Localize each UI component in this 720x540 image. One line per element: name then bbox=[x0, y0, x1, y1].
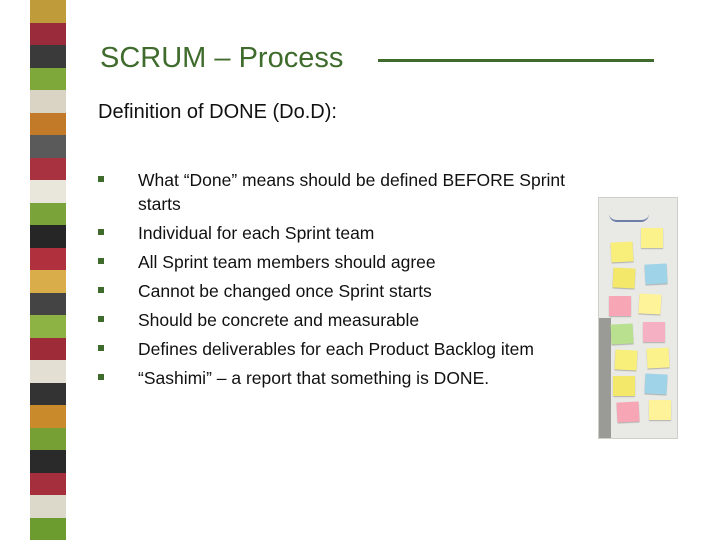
sticky-notes-board-photo bbox=[598, 197, 678, 439]
bullet-text: Individual for each Sprint team bbox=[138, 223, 375, 243]
sticky-note bbox=[614, 349, 638, 371]
sticky-note bbox=[649, 400, 671, 420]
stripe-segment bbox=[30, 135, 66, 158]
bullet-list: What “Done” means should be defined BEFO… bbox=[98, 168, 578, 395]
sticky-note bbox=[609, 296, 631, 316]
bullet-text: “Sashimi” – a report that something is D… bbox=[138, 368, 490, 388]
stripe-segment bbox=[30, 315, 66, 338]
bullet-square-icon bbox=[98, 316, 104, 322]
stripe-segment bbox=[30, 270, 66, 293]
stripe-segment bbox=[30, 0, 66, 23]
decorative-stripe-bar bbox=[30, 0, 66, 540]
bullet-item: What “Done” means should be defined BEFO… bbox=[98, 168, 578, 216]
stripe-segment bbox=[30, 405, 66, 428]
bullet-square-icon bbox=[98, 345, 104, 351]
stripe-segment bbox=[30, 157, 66, 180]
sticky-note bbox=[610, 323, 634, 345]
bullet-text: Should be concrete and measurable bbox=[138, 310, 420, 330]
stripe-segment bbox=[30, 292, 66, 315]
sticky-note bbox=[641, 228, 663, 248]
bullet-item: Should be concrete and measurable bbox=[98, 308, 578, 332]
stripe-segment bbox=[30, 67, 66, 90]
stripe-segment bbox=[30, 180, 66, 203]
sticky-note bbox=[644, 373, 668, 395]
bullet-item: All Sprint team members should agree bbox=[98, 250, 578, 274]
sticky-note bbox=[612, 267, 636, 289]
bullet-square-icon bbox=[98, 258, 104, 264]
stripe-segment bbox=[30, 337, 66, 360]
board-edge-shadow bbox=[599, 318, 611, 438]
slide-subtitle: Definition of DONE (Do.D): bbox=[98, 101, 337, 123]
stripe-segment bbox=[30, 495, 66, 518]
stripe-segment bbox=[30, 450, 66, 473]
stripe-segment bbox=[30, 90, 66, 113]
board-heading-scribble bbox=[609, 204, 649, 222]
bullet-text: Cannot be changed once Sprint starts bbox=[138, 281, 432, 301]
bullet-text: What “Done” means should be defined BEFO… bbox=[138, 170, 566, 214]
bullet-square-icon bbox=[98, 374, 104, 380]
bullet-square-icon bbox=[98, 287, 104, 293]
bullet-square-icon bbox=[98, 176, 104, 182]
stripe-segment bbox=[30, 360, 66, 383]
sticky-note bbox=[646, 347, 670, 369]
stripe-segment bbox=[30, 427, 66, 450]
bullet-item: Defines deliverables for each Product Ba… bbox=[98, 337, 578, 361]
stripe-segment bbox=[30, 202, 66, 225]
stripe-segment bbox=[30, 382, 66, 405]
bullet-item: Individual for each Sprint team bbox=[98, 221, 578, 245]
sticky-note bbox=[643, 322, 665, 342]
stripe-segment bbox=[30, 45, 66, 68]
bullet-text: Defines deliverables for each Product Ba… bbox=[138, 339, 534, 359]
bullet-square-icon bbox=[98, 229, 104, 235]
bullet-item: Cannot be changed once Sprint starts bbox=[98, 279, 578, 303]
bullet-item: “Sashimi” – a report that something is D… bbox=[98, 366, 578, 390]
stripe-segment bbox=[30, 22, 66, 45]
stripe-segment bbox=[30, 247, 66, 270]
title-underline-rule bbox=[378, 59, 654, 62]
stripe-segment bbox=[30, 225, 66, 248]
slide-title: SCRUM – Process bbox=[100, 42, 344, 74]
sticky-note bbox=[638, 293, 662, 315]
sticky-note bbox=[616, 401, 640, 423]
sticky-note bbox=[613, 376, 635, 396]
stripe-segment bbox=[30, 112, 66, 135]
sticky-note bbox=[610, 241, 634, 263]
bullet-text: All Sprint team members should agree bbox=[138, 252, 436, 272]
stripe-segment bbox=[30, 472, 66, 495]
sticky-note bbox=[644, 263, 668, 285]
stripe-segment bbox=[30, 517, 66, 540]
